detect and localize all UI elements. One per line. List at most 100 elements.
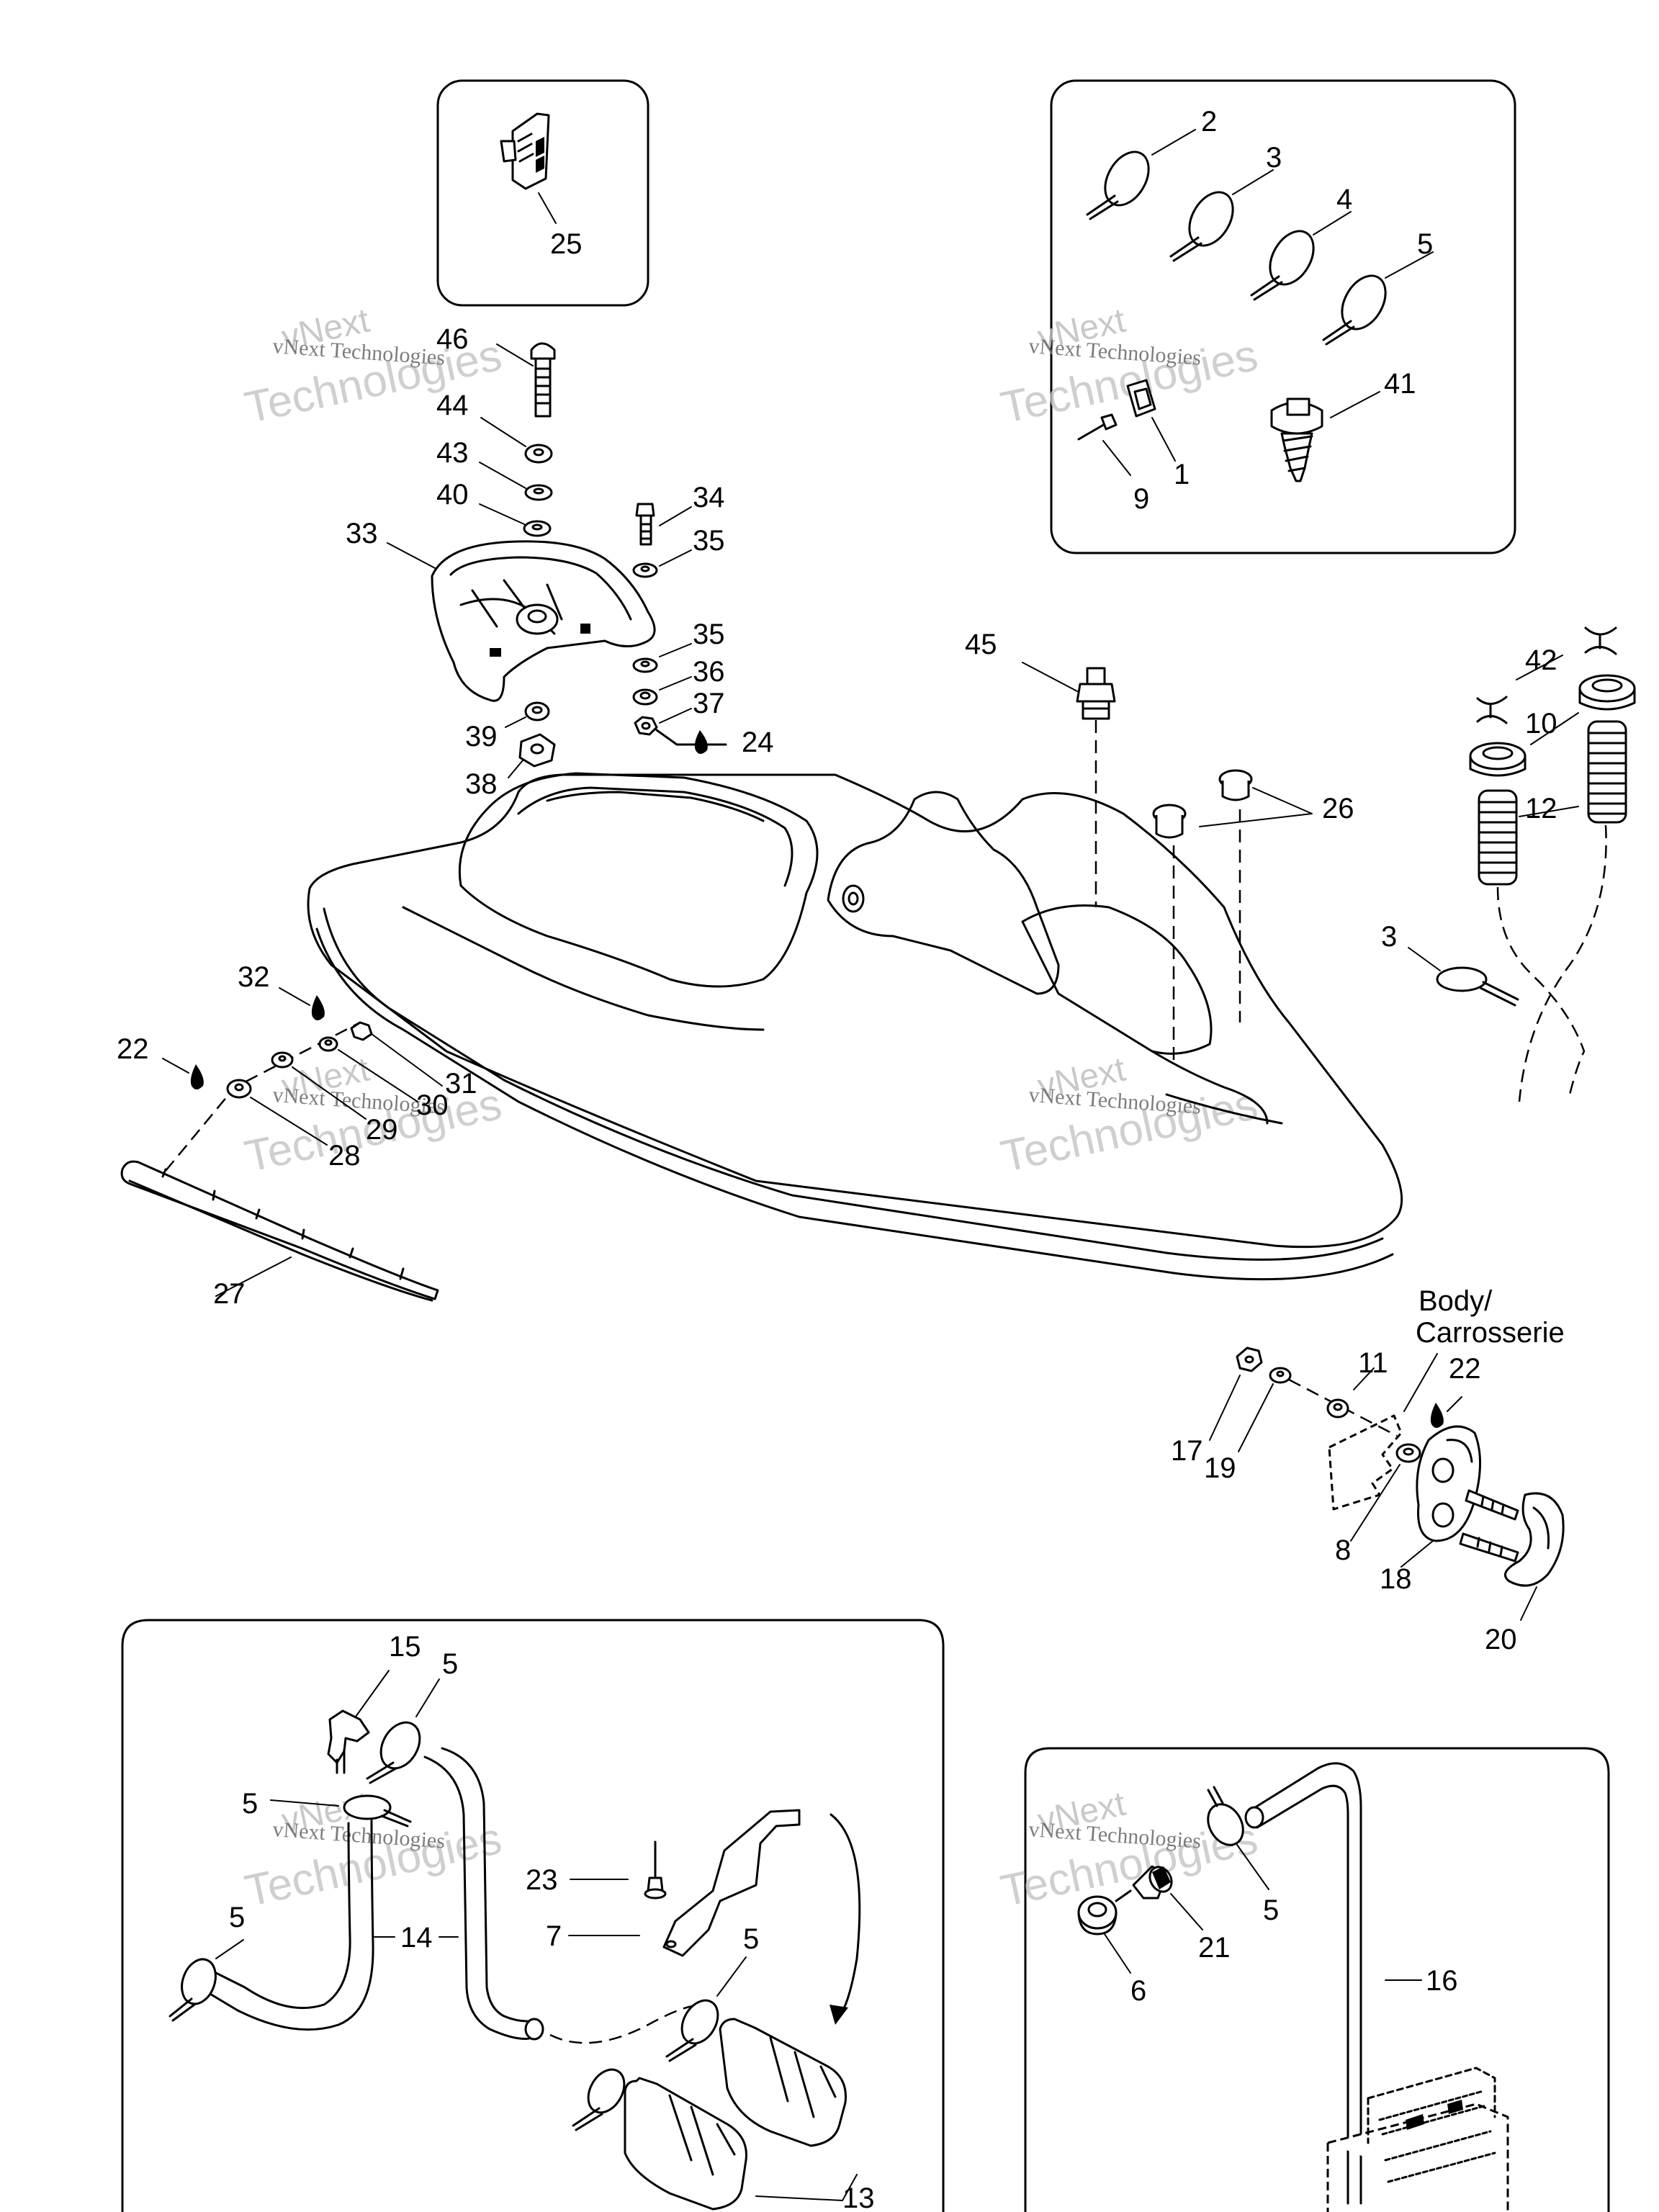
- callout-5-mid: 5: [242, 1788, 258, 1820]
- mount-arrow: [830, 1813, 861, 2018]
- callout-11: 11: [1358, 1347, 1388, 1379]
- part-17-nut: [1209, 1346, 1263, 1441]
- part-40-washer: [479, 503, 552, 537]
- part-14-hose: [207, 1747, 544, 2041]
- callout-37: 37: [693, 688, 725, 719]
- callout-19: 19: [1204, 1452, 1236, 1484]
- callout-3-right: 3: [1381, 921, 1397, 953]
- part-1-base: [1126, 379, 1176, 462]
- callout-5-left: 5: [229, 1902, 245, 1933]
- part-28-washer: [226, 1079, 328, 1146]
- part-24-threadlock: [655, 729, 727, 754]
- leader-10: [1530, 712, 1579, 745]
- part-45-fitting: [1022, 662, 1116, 720]
- callout-39: 39: [465, 721, 498, 752]
- part-2-tie: [1086, 129, 1196, 220]
- battery-outline: [1326, 2067, 1509, 2212]
- part-20-bow-eye: [1503, 1492, 1565, 1621]
- part-13-pickup-a: [624, 2077, 747, 2211]
- part-5-clamp-left: [168, 1939, 244, 2022]
- callout-7: 7: [546, 1920, 562, 1952]
- callout-32: 32: [238, 961, 270, 993]
- leader-body: [1403, 1353, 1438, 1412]
- callout-5-top: 5: [442, 1648, 458, 1680]
- hull: [307, 772, 1403, 1281]
- part-34-bolt: [635, 503, 692, 546]
- callout-2: 2: [1201, 106, 1217, 138]
- part-11-washer: [1326, 1367, 1375, 1419]
- part-18-bow-eye: [1401, 1425, 1519, 1568]
- part-5-clamp-right: [665, 1956, 747, 2062]
- callout-31: 31: [445, 1068, 477, 1100]
- part-22-sealant-left: [162, 1058, 204, 1089]
- callout-35b: 35: [693, 619, 725, 650]
- part-23-rivet: [570, 1840, 667, 1899]
- callout-15: 15: [389, 1631, 421, 1663]
- part-6-check: [1077, 1895, 1131, 1974]
- inset-frame-bilge: [121, 1619, 945, 2212]
- part-42-clip-b: [1584, 626, 1617, 655]
- callout-30: 30: [416, 1089, 449, 1121]
- callout-38: 38: [465, 768, 498, 800]
- callout-22-left: 22: [117, 1033, 149, 1065]
- part-13-pickup-b: [719, 2018, 847, 2147]
- part-32-sealant: [279, 987, 325, 1020]
- inset-frame-ties: [1050, 79, 1516, 554]
- part-10-seal-b: [1578, 674, 1636, 711]
- callout-10: 10: [1525, 708, 1557, 739]
- callout-17: 17: [1171, 1435, 1203, 1467]
- part-5-clamp-vent: [1207, 1786, 1269, 1890]
- callout-20: 20: [1485, 1624, 1517, 1655]
- body-panel: [1328, 1414, 1403, 1511]
- inset-frame-clip: [436, 79, 649, 307]
- hose-join-dash: [549, 2005, 693, 2044]
- callout-40: 40: [436, 479, 469, 511]
- hose-dash-a: [1496, 886, 1586, 1095]
- part-26-plug-a: [1152, 804, 1187, 839]
- callout-9: 9: [1133, 483, 1149, 515]
- part-3-tie: [1169, 169, 1274, 262]
- part-26-plug-b: [1218, 769, 1253, 801]
- callout-16: 16: [1426, 1965, 1458, 1997]
- part-15-fitting: [327, 1670, 390, 1774]
- callout-6: 6: [1130, 1975, 1146, 2007]
- callout-43: 43: [436, 437, 469, 469]
- callout-24: 24: [742, 727, 774, 758]
- body-label-en: Body/: [1419, 1285, 1493, 1317]
- part-5-clamp-bottom: [572, 2068, 626, 2131]
- part-27-rail: [120, 1160, 439, 1302]
- callout-25: 25: [550, 228, 583, 260]
- callout-18: 18: [1380, 1563, 1412, 1595]
- mount-arrowhead: [830, 2005, 848, 2025]
- part-39-nut: [505, 701, 550, 728]
- part-35-washer-lower: [632, 643, 692, 673]
- callout-5-right: 5: [743, 1923, 759, 1955]
- callout-1: 1: [1174, 459, 1190, 490]
- part-38-nut: [508, 733, 556, 778]
- callout-44: 44: [436, 390, 469, 421]
- part-5-tie: [1322, 251, 1434, 346]
- callout-29: 29: [366, 1114, 398, 1146]
- part-41-screw: [1270, 391, 1380, 482]
- part-12-bellow-b: [1587, 720, 1627, 824]
- part-5-clamp-top: [366, 1678, 440, 1784]
- callout-34: 34: [693, 482, 725, 513]
- hose-dash-b: [1518, 824, 1607, 1102]
- callout-13: 13: [842, 2182, 875, 2212]
- callout-14: 14: [400, 1922, 433, 1954]
- callout-26: 26: [1322, 793, 1354, 824]
- part-16-tube: [1244, 1762, 1422, 2205]
- part-36-washer: [632, 676, 692, 706]
- callout-28: 28: [328, 1140, 361, 1172]
- body-label-fr: Carrosserie: [1416, 1317, 1565, 1349]
- part-7-bracket: [568, 1809, 801, 1957]
- part-5-clamp-mid: [270, 1794, 412, 1827]
- callout-5: 5: [1417, 228, 1433, 260]
- callout-22-right: 22: [1449, 1353, 1481, 1385]
- callout-35: 35: [693, 525, 725, 557]
- part-25-clip: [500, 112, 557, 224]
- inset-frame-vent: [1024, 1747, 1610, 2212]
- part-4-tie: [1250, 211, 1352, 301]
- part-19-washer: [1238, 1367, 1292, 1452]
- part-9-rivet: [1077, 413, 1131, 476]
